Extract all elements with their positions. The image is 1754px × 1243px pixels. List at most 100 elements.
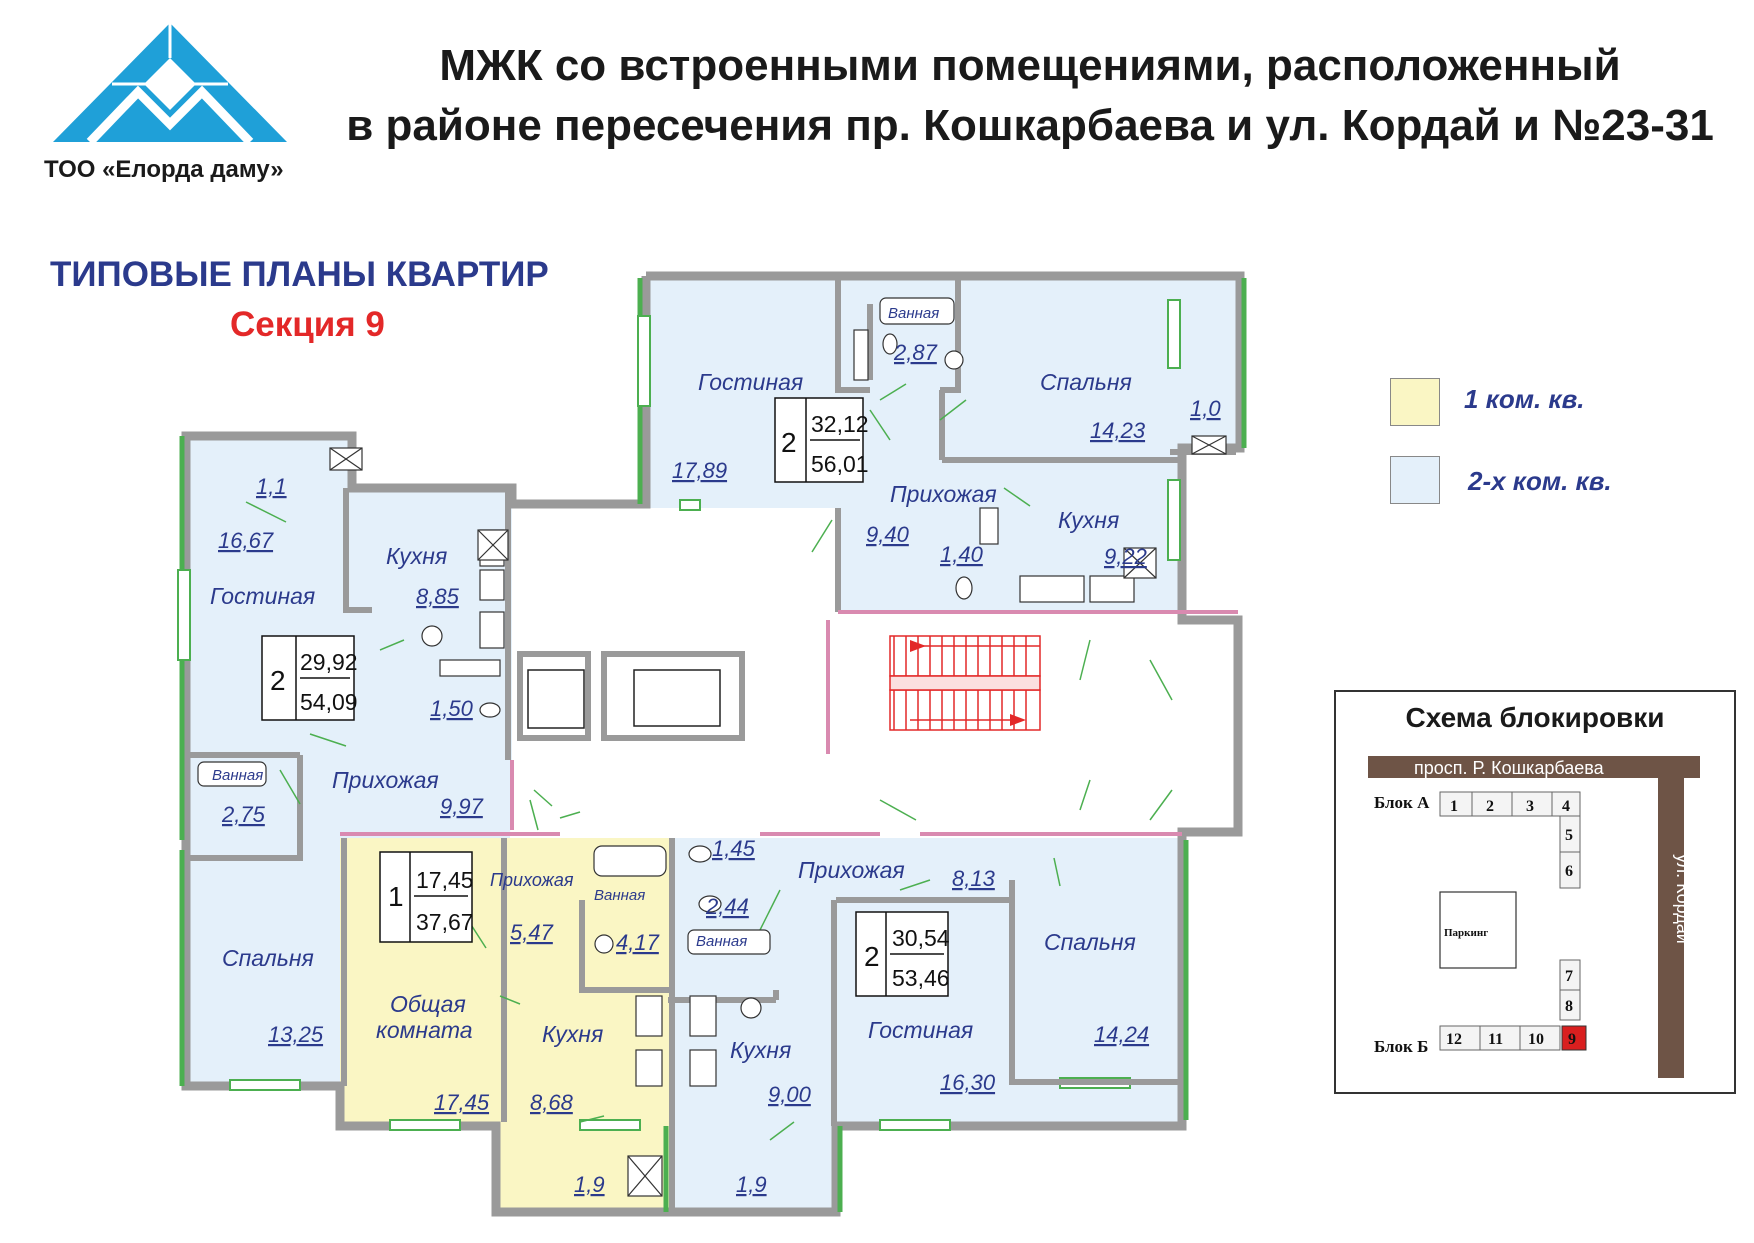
area-value: 1,0 xyxy=(1190,396,1221,421)
room-label: Спальня xyxy=(1044,929,1136,955)
outer-walls xyxy=(181,271,1245,1217)
area-value: 1,9 xyxy=(574,1172,605,1197)
room-label: Прихожая xyxy=(490,870,574,890)
room-label: Кухня xyxy=(542,1021,603,1047)
block-a-label: Блок А xyxy=(1374,793,1430,812)
room-label: Кухня xyxy=(730,1037,791,1063)
area-value: 8,13 xyxy=(952,866,996,891)
staircase xyxy=(889,635,1041,731)
section-number: 4 xyxy=(1562,798,1570,815)
room-label: Ванная xyxy=(696,933,747,950)
room-label: Спальня xyxy=(1040,369,1132,395)
area-value: 8,85 xyxy=(416,584,460,609)
apartment-one-room-total: 37,67 xyxy=(416,909,474,935)
legend-swatch-one-room xyxy=(1390,378,1440,426)
street-right-label: ул. Кордай xyxy=(1673,854,1693,944)
block-scheme: Схема блокировки просп. Р. Кошкарбаева у… xyxy=(1334,690,1736,1094)
room-label: Ванная xyxy=(212,767,263,784)
staircase-arrows xyxy=(910,640,1026,726)
block-b-label: Блок Б xyxy=(1374,1037,1428,1056)
area-numbers: 17,89 2,87 14,23 1,0 9,40 1,40 9,22 1,1 … xyxy=(218,340,1221,1197)
room-label: Спальня xyxy=(222,945,314,971)
plans-title: ТИПОВЫЕ ПЛАНЫ КВАРТИР xyxy=(50,255,549,294)
area-value: 16,67 xyxy=(218,528,274,553)
company-logo xyxy=(53,23,287,145)
area-value: 5,47 xyxy=(510,920,554,945)
apartment-box-left: 2 29,92 54,09 xyxy=(261,635,358,721)
room-label: Кухня xyxy=(386,543,447,569)
area-value: 9,97 xyxy=(440,794,484,819)
room-label: Прихожая xyxy=(332,767,439,793)
legend-label-one-room: 1 ком. кв. xyxy=(1464,384,1585,414)
door-swings xyxy=(245,383,1173,1141)
apartment-top-living: 32,12 xyxy=(811,411,869,437)
apartment-one-room-living: 17,45 xyxy=(416,867,474,893)
room-labels: Гостиная Ванная Спальня Прихожая Кухня К… xyxy=(210,305,1136,1063)
area-value: 9,40 xyxy=(866,522,910,547)
pink-walls xyxy=(340,610,1238,836)
area-value: 17,89 xyxy=(672,458,727,483)
room-label: комната xyxy=(376,1017,473,1043)
area-value: 9,22 xyxy=(1104,544,1147,569)
area-value: 1,50 xyxy=(430,696,474,721)
room-label: Гостиная xyxy=(868,1017,973,1043)
area-value: 14,23 xyxy=(1090,418,1146,443)
area-value: 2,75 xyxy=(221,802,266,827)
room-label: Общая xyxy=(390,991,466,1017)
area-value: 9,00 xyxy=(768,1082,812,1107)
apartment-top-total: 56,01 xyxy=(811,451,869,477)
area-value: 2,44 xyxy=(705,894,749,919)
plan-fills xyxy=(190,280,1238,1208)
apartment-box-one-room: 1 17,45 37,67 xyxy=(379,851,474,943)
fixtures xyxy=(197,297,1227,1197)
section-number: 10 xyxy=(1528,1031,1544,1048)
area-value: 14,24 xyxy=(1094,1022,1149,1047)
block-scheme-map: просп. Р. Кошкарбаева ул. Кордай Блок А … xyxy=(1368,756,1700,1078)
room-label: Ванная xyxy=(594,887,645,904)
apartment-right-rooms: 2 xyxy=(864,941,880,972)
apartment-right-total: 53,46 xyxy=(892,965,950,991)
section-number: 6 xyxy=(1565,863,1573,880)
block-scheme-title: Схема блокировки xyxy=(1405,702,1665,733)
area-value: 17,45 xyxy=(434,1090,490,1115)
apartment-left-total: 54,09 xyxy=(300,689,358,715)
room-label: Гостиная xyxy=(698,369,803,395)
area-value: 1,45 xyxy=(712,836,756,861)
apartment-right-living: 30,54 xyxy=(892,925,950,951)
parking-label: Паркинг xyxy=(1444,927,1488,939)
street-top-label: просп. Р. Кошкарбаева xyxy=(1414,758,1605,778)
section-number: 7 xyxy=(1565,968,1573,985)
section-number: 12 xyxy=(1446,1031,1462,1048)
apartment-one-room-rooms: 1 xyxy=(388,881,404,912)
section-number: 5 xyxy=(1565,827,1573,844)
legend-swatch-two-room xyxy=(1390,456,1440,504)
area-value: 13,25 xyxy=(268,1022,324,1047)
section-title: Секция 9 xyxy=(230,305,385,344)
section-number: 2 xyxy=(1486,798,1494,815)
legend-label-two-room: 2-х ком. кв. xyxy=(1468,466,1612,496)
area-value: 2,87 xyxy=(893,340,938,365)
room-label: Прихожая xyxy=(890,481,997,507)
section-number: 11 xyxy=(1488,1031,1503,1048)
section-number: 1 xyxy=(1450,798,1458,815)
section-number: 3 xyxy=(1526,798,1534,815)
section-number-highlighted: 9 xyxy=(1568,1031,1576,1048)
area-value: 16,30 xyxy=(940,1070,996,1095)
area-value: 1,1 xyxy=(256,474,287,499)
area-value: 4,17 xyxy=(616,930,660,955)
page-title-line-1: МЖК со встроенными помещениями, располож… xyxy=(439,41,1621,90)
apartment-left-living: 29,92 xyxy=(300,649,358,675)
elevator-cabins xyxy=(527,669,721,729)
apartment-top-rooms: 2 xyxy=(781,427,797,458)
area-value: 1,40 xyxy=(940,542,984,567)
apartment-left-rooms: 2 xyxy=(270,665,286,696)
area-value: 8,68 xyxy=(530,1090,574,1115)
page-title-line-2: в районе пересечения пр. Кошкарбаева и у… xyxy=(346,101,1714,150)
room-label: Ванная xyxy=(888,305,939,322)
apartment-box-right: 2 30,54 53,46 xyxy=(855,911,950,997)
windows xyxy=(177,299,1181,1131)
company-name: ТОО «Елорда даму» xyxy=(44,156,284,183)
room-label: Кухня xyxy=(1058,507,1119,533)
page-title: МЖК со встроенными помещениями, располож… xyxy=(330,36,1730,156)
